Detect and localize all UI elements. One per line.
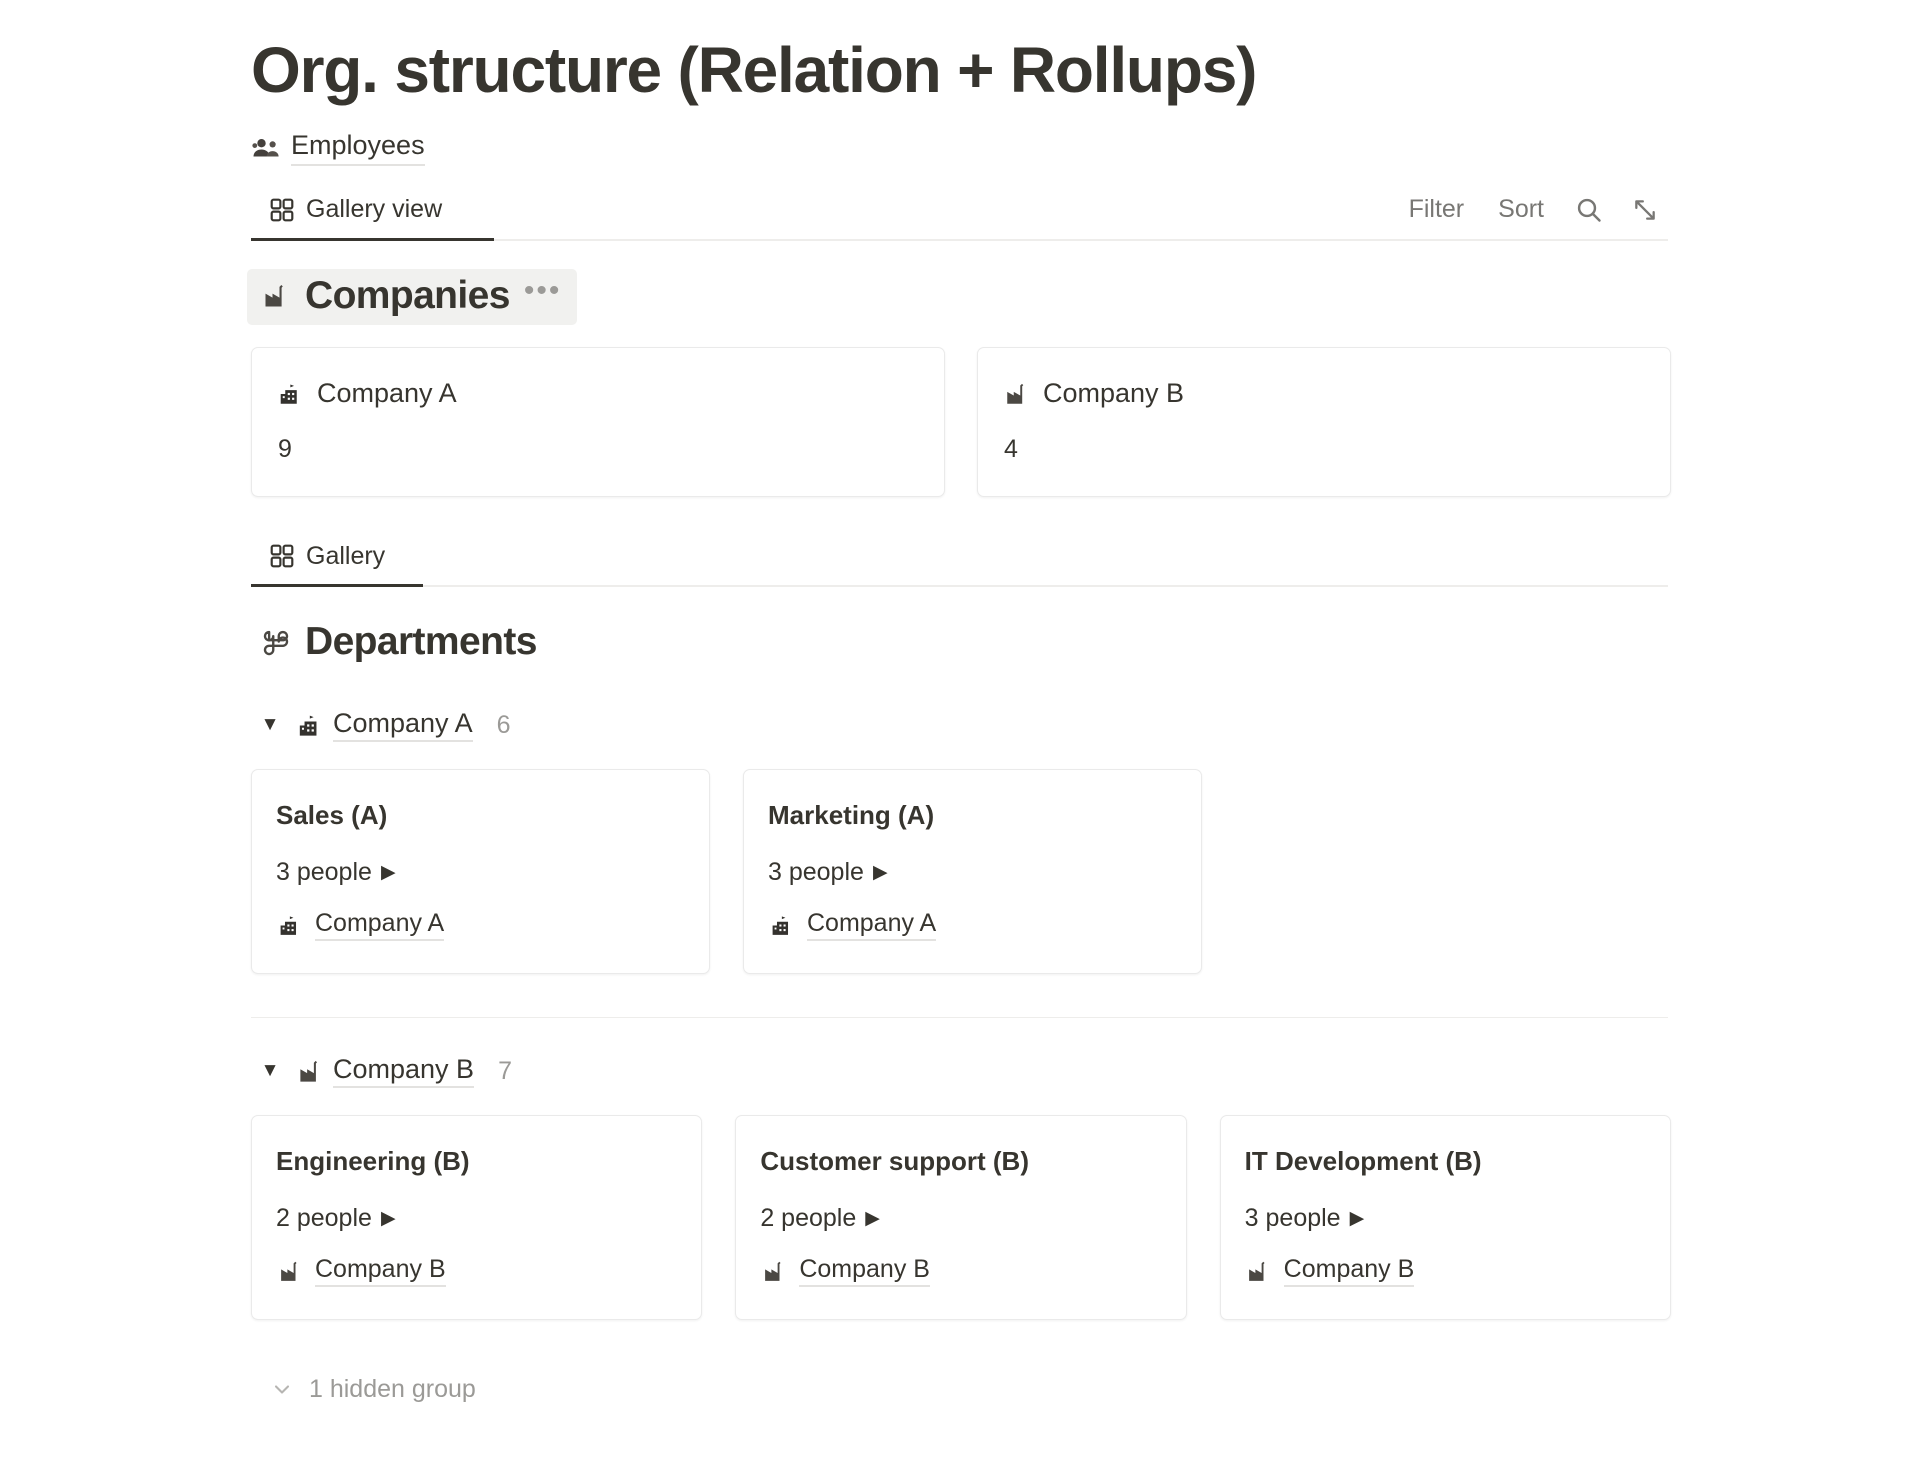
page-title: Org. structure (Relation + Rollups) [251, 34, 1257, 106]
hidden-group-toggle[interactable]: 1 hidden group [269, 1372, 1671, 1406]
department-card-row: Sales (A) 3 people ▶ [251, 769, 1671, 975]
command-icon [261, 628, 291, 658]
department-card-people-label: 3 people [1244, 1204, 1341, 1233]
group-header-company-a[interactable]: ▼ Company A 6 [251, 705, 1671, 745]
company-card-title-row: Company B [1004, 378, 1644, 409]
view-toolbar: Gallery view Filter Sort [251, 189, 1668, 241]
companies-card-row: Company A 9 Company B 4 [251, 347, 1671, 498]
sort-button[interactable]: Sort [1498, 195, 1544, 224]
companies-db-header[interactable]: Companies ••• [247, 268, 578, 326]
school-building-icon [768, 912, 796, 938]
expand-diagonal-icon[interactable] [1630, 195, 1660, 225]
department-card[interactable]: Sales (A) 3 people ▶ [251, 769, 710, 975]
department-card-people[interactable]: 2 people ▶ [760, 1204, 1161, 1233]
department-card-people[interactable]: 3 people ▶ [768, 858, 1177, 887]
active-tab-indicator [251, 237, 494, 241]
company-card-title-row: Company A [278, 378, 918, 409]
group-count: 6 [496, 710, 511, 739]
department-card-people[interactable]: 3 people ▶ [1245, 1204, 1646, 1233]
group-name[interactable]: Company B [333, 1054, 475, 1089]
company-card[interactable]: Company A 9 [251, 347, 945, 498]
department-card[interactable]: Marketing (A) 3 people ▶ [743, 769, 1202, 975]
department-card-people-label: 3 people [276, 858, 372, 887]
department-card-relation[interactable]: Company B [760, 1255, 1161, 1288]
department-card-people-label: 3 people [768, 858, 864, 887]
department-card-title: Customer support (B) [760, 1146, 1029, 1177]
group-divider [251, 1017, 1668, 1019]
department-card-people[interactable]: 3 people ▶ [276, 858, 685, 887]
department-card-title: Engineering (B) [276, 1146, 470, 1177]
toolbar-actions: Filter Sort [1405, 189, 1668, 231]
toolbar-underline [251, 238, 1668, 241]
department-card-relation-label[interactable]: Company A [807, 909, 937, 942]
caret-right-icon[interactable]: ▶ [1349, 1208, 1365, 1230]
department-card-relation-label[interactable]: Company B [799, 1255, 930, 1288]
active-tab-indicator [251, 584, 423, 588]
department-card[interactable]: Customer support (B) 2 people ▶ Company … [735, 1115, 1187, 1321]
people-icon [251, 135, 281, 161]
departments-db-header[interactable]: Departments [247, 615, 553, 672]
group-header-company-b[interactable]: ▼ Company B 7 [251, 1051, 1671, 1091]
tab-gallery-view[interactable]: Gallery view [251, 189, 450, 231]
companies-more-button[interactable]: ••• [523, 273, 562, 307]
caret-right-icon[interactable]: ▶ [872, 862, 888, 884]
department-card-relation-label[interactable]: Company B [315, 1255, 446, 1288]
gallery-grid-icon [269, 543, 295, 569]
department-card-relation[interactable]: Company A [276, 909, 685, 942]
group-name[interactable]: Company A [333, 708, 473, 743]
department-card[interactable]: IT Development (B) 3 people ▶ Company B [1219, 1115, 1671, 1321]
department-card-row: Engineering (B) 2 people ▶ Company B Cus… [251, 1115, 1671, 1321]
department-card-title: Sales (A) [276, 800, 388, 831]
page-content: Org. structure (Relation + Rollups) Empl… [247, 0, 1671, 1406]
caret-right-icon[interactable]: ▶ [380, 1208, 396, 1230]
search-icon[interactable] [1574, 195, 1604, 225]
group-count: 7 [498, 1056, 512, 1085]
school-building-icon [293, 710, 327, 740]
breadcrumb[interactable]: Employees [251, 129, 1671, 166]
caret-down-icon[interactable]: ▼ [260, 1060, 280, 1082]
factory-icon [1004, 381, 1030, 407]
caret-down-icon[interactable]: ▼ [260, 714, 280, 736]
department-card-relation[interactable]: Company B [1245, 1255, 1646, 1288]
department-card-title: IT Development (B) [1244, 1146, 1482, 1177]
department-card-people[interactable]: 2 people ▶ [276, 1204, 677, 1233]
hidden-group-label: 1 hidden group [309, 1374, 476, 1403]
departments-db-title: Departments [305, 620, 537, 664]
department-card-relation[interactable]: Company A [768, 909, 1177, 942]
factory-icon [760, 1258, 788, 1284]
factory-icon [276, 1258, 304, 1284]
factory-icon [261, 281, 291, 311]
caret-right-icon[interactable]: ▶ [380, 862, 396, 884]
department-card[interactable]: Engineering (B) 2 people ▶ Company B [251, 1115, 703, 1321]
filter-button[interactable]: Filter [1408, 195, 1465, 224]
company-card-value: 9 [278, 435, 292, 464]
tab-gallery[interactable]: Gallery [251, 535, 1668, 577]
tab-gallery-view-label: Gallery view [306, 195, 443, 224]
school-building-icon [276, 912, 304, 938]
school-building-icon [278, 381, 304, 407]
department-card-relation-label[interactable]: Company A [315, 909, 445, 942]
companies-db-title: Companies [305, 273, 510, 317]
department-card-people-label: 2 people [276, 1204, 372, 1233]
departments-view-toolbar: Gallery [251, 535, 1668, 588]
factory-icon [1245, 1258, 1273, 1284]
gallery-grid-icon [269, 197, 295, 223]
company-card-title: Company A [317, 378, 457, 409]
breadcrumb-label[interactable]: Employees [291, 129, 425, 166]
chevron-down-icon [269, 1376, 295, 1402]
tab-gallery-label: Gallery [306, 541, 386, 570]
department-card-people-label: 2 people [760, 1204, 857, 1233]
department-card-relation-label[interactable]: Company B [1283, 1255, 1415, 1288]
company-card-value: 4 [1004, 435, 1018, 464]
factory-icon [293, 1056, 327, 1086]
department-card-relation[interactable]: Company B [276, 1255, 677, 1288]
caret-right-icon[interactable]: ▶ [865, 1208, 880, 1230]
toolbar-underline [251, 585, 1668, 588]
company-card-title: Company B [1043, 378, 1185, 409]
department-card-title: Marketing (A) [768, 800, 935, 831]
company-card[interactable]: Company B 4 [977, 347, 1671, 498]
